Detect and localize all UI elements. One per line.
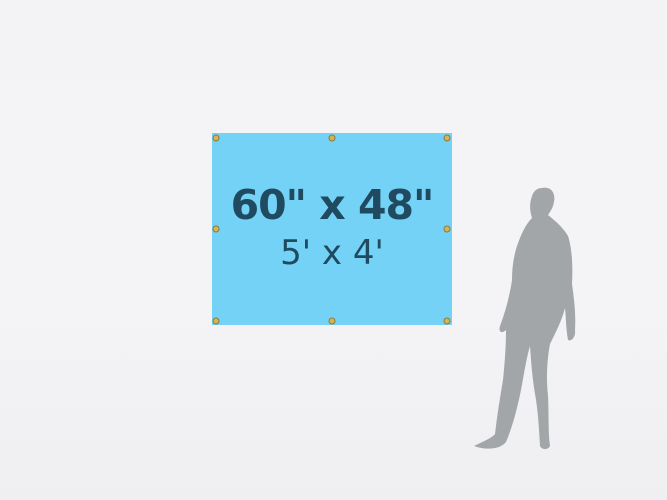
standing-woman-silhouette-icon	[474, 187, 576, 449]
banner-surface	[212, 133, 452, 325]
grommet-top-left	[212, 134, 220, 142]
banner-preview: 60" x 48" 5' x 4'	[212, 133, 452, 325]
banner-size-feet: 5' x 4'	[280, 233, 384, 273]
grommet-bottom-right	[443, 317, 451, 325]
grommet-top-center	[328, 134, 336, 142]
grommet-middle-left	[212, 225, 220, 233]
banner-size-inches: 60" x 48"	[230, 181, 435, 229]
grommet-middle-right	[443, 225, 451, 233]
grommet-bottom-left	[212, 317, 220, 325]
grommet-bottom-center	[328, 317, 336, 325]
grommet-top-right	[443, 134, 451, 142]
